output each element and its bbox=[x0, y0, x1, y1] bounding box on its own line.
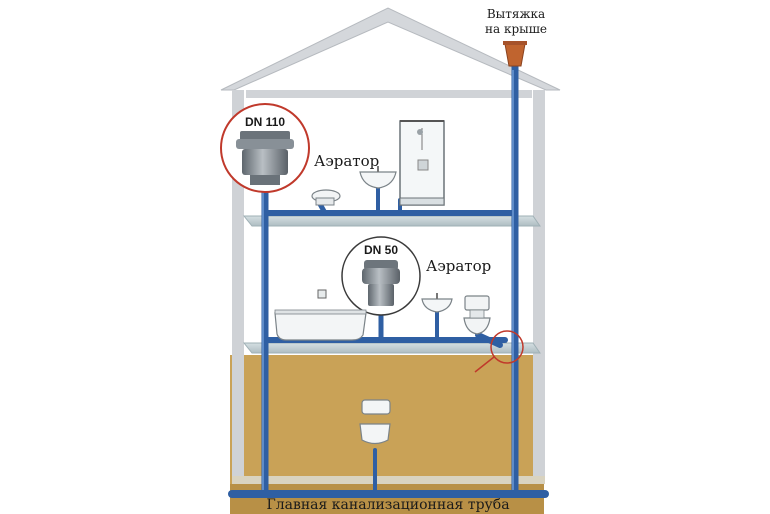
pipe-highlights bbox=[262, 70, 514, 490]
aerator-dn110-size-label: DN 110 bbox=[245, 115, 285, 129]
wall-socket-icon bbox=[317, 289, 327, 299]
shower-icon bbox=[399, 120, 445, 206]
toilet-icon bbox=[463, 295, 491, 335]
fitting-highlight bbox=[474, 330, 524, 373]
sink-icon bbox=[421, 293, 453, 313]
main-pipe-label: Главная канализационная труба bbox=[266, 497, 509, 513]
aerator-dn110-label: Аэратор bbox=[314, 152, 379, 170]
aerator-dn110 bbox=[220, 103, 310, 193]
roof-vent-label-line2: на крыше bbox=[485, 22, 547, 36]
urinal-icon bbox=[359, 399, 391, 445]
house-walls bbox=[232, 90, 545, 484]
aerator-dn50-size-label: DN 50 bbox=[364, 243, 398, 257]
soil-ground-lower bbox=[230, 484, 544, 514]
roof-vent-label-line1: Вытяжка bbox=[487, 7, 545, 21]
roof-vent-cap bbox=[503, 41, 527, 67]
toilet-icon bbox=[311, 189, 341, 206]
aerator-dn50-label: Аэратор bbox=[426, 257, 491, 275]
bathtub-icon bbox=[274, 309, 367, 341]
sink-icon bbox=[359, 166, 397, 189]
aerator-dn50 bbox=[341, 236, 421, 316]
